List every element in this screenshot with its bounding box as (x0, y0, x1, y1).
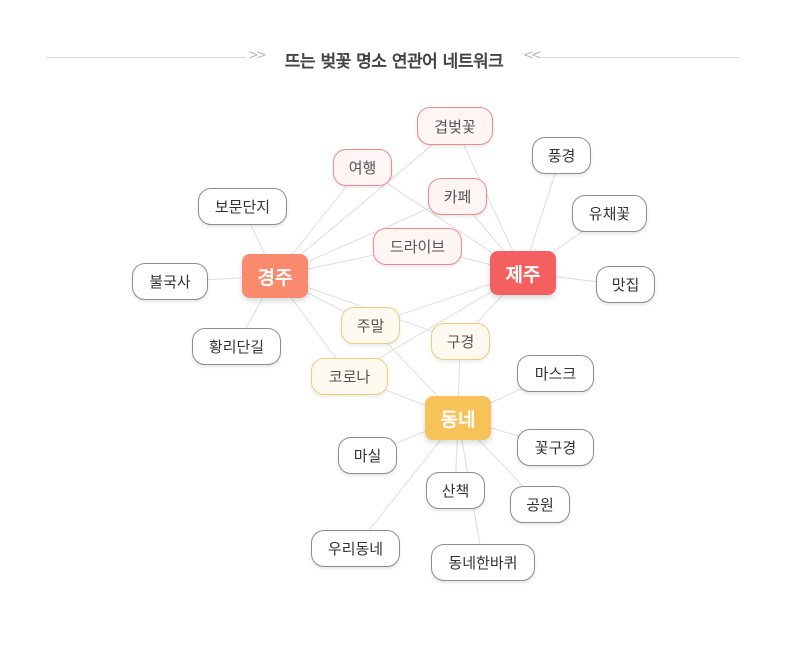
hub-gyeongju: 경주 (242, 254, 308, 298)
node-kape: 카페 (428, 178, 487, 215)
chart-title: 뜨는 벚꽃 명소 연관어 네트워크 (284, 52, 504, 72)
title-divider-right (540, 57, 740, 58)
node-yeohaeng: 여행 (333, 149, 392, 186)
node-jumal: 주말 (341, 307, 400, 344)
node-bulguksa: 불국사 (132, 263, 208, 300)
node-kkotgugyeong: 꽃구경 (517, 429, 594, 466)
node-korona: 코로나 (311, 358, 388, 395)
edge-jeju-gyeopbeotkkot (454, 125, 524, 274)
node-punggyeong: 풍경 (532, 137, 591, 174)
node-sanchaek: 산책 (426, 472, 485, 509)
chart-title-row: >> 뜨는 벚꽃 명소 연관어 네트워크 << (0, 44, 785, 72)
title-divider-left (46, 57, 246, 58)
chevron-left-icon: << (523, 48, 542, 63)
hub-jeju: 제주 (490, 251, 556, 295)
node-bomundanji: 보문단지 (198, 188, 287, 225)
node-gugyeong: 구경 (431, 323, 490, 360)
node-matjip: 맛집 (596, 266, 655, 303)
node-dongnehanbakwi: 동네한바퀴 (431, 544, 535, 581)
node-masil: 마실 (338, 437, 397, 474)
node-maseukeu: 마스크 (517, 355, 594, 392)
node-gyeopbeotkkot: 겹벚꽃 (417, 107, 493, 145)
node-uridongne: 우리동네 (311, 530, 400, 567)
node-yuchaekkot: 유채꽃 (572, 195, 647, 232)
node-gongwon: 공원 (510, 486, 570, 523)
node-deuraibeu: 드라이브 (373, 228, 462, 265)
chevron-right-icon: >> (248, 48, 267, 63)
hub-dongne: 동네 (425, 396, 491, 440)
edge-gyeongju-gyeopbeotkkot (274, 125, 456, 277)
node-hwangnidangil: 황리단길 (192, 328, 281, 365)
